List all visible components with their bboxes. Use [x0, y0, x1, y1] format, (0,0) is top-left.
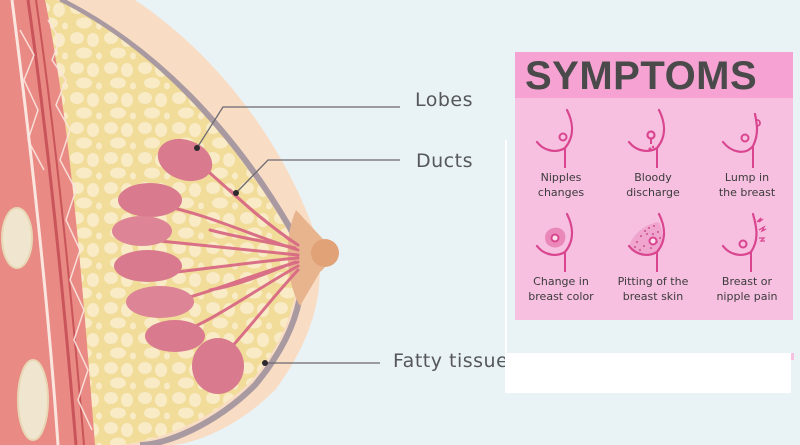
symptom-item: Nipples changes	[515, 108, 607, 200]
color-change-icon	[535, 212, 574, 272]
symptoms-title: SYMPTOMS	[525, 54, 758, 98]
fatty-tissue-label: Fatty tissue	[393, 350, 509, 372]
symptom-label: Bloody discharge	[626, 171, 680, 199]
divider	[505, 140, 507, 353]
ducts-label: Ducts	[416, 150, 473, 172]
lobes-label: Lobes	[415, 89, 474, 111]
symptoms-card: SYMPTOMS Nipples changes Bloody discharg…	[515, 52, 793, 320]
symptom-label: Lump in the breast	[718, 171, 776, 199]
fatty-tissue-region	[40, 0, 297, 445]
leader-lines	[196, 106, 400, 364]
pitting-icon	[627, 212, 666, 272]
rib	[1, 207, 33, 269]
symptom-item: Breast or nipple pain	[701, 212, 793, 304]
symptom-label: Change in breast color	[528, 275, 594, 303]
symptom-item: Change in breast color	[515, 212, 607, 304]
chest-muscle	[0, 0, 95, 445]
symptom-item: Bloody discharge	[607, 108, 699, 200]
symptoms-title-bar: SYMPTOMS	[515, 52, 793, 98]
card-edge	[791, 353, 794, 360]
pain-icon	[721, 212, 767, 272]
symptom-label: Pitting of the breast skin	[617, 275, 689, 303]
symptom-label: Nipples changes	[537, 171, 585, 199]
lobes	[112, 138, 244, 394]
symptom-item: Pitting of the breast skin	[607, 212, 699, 304]
blank-panel	[505, 353, 791, 393]
rib	[17, 359, 49, 441]
symptom-label: Breast or nipple pain	[716, 275, 778, 303]
nipple-change-icon	[535, 108, 574, 168]
nipple	[311, 239, 339, 267]
lump-icon	[721, 112, 761, 168]
bloody-discharge-icon	[627, 108, 666, 168]
areola-shape	[287, 210, 329, 306]
symptom-item: Lump in the breast	[701, 108, 793, 200]
